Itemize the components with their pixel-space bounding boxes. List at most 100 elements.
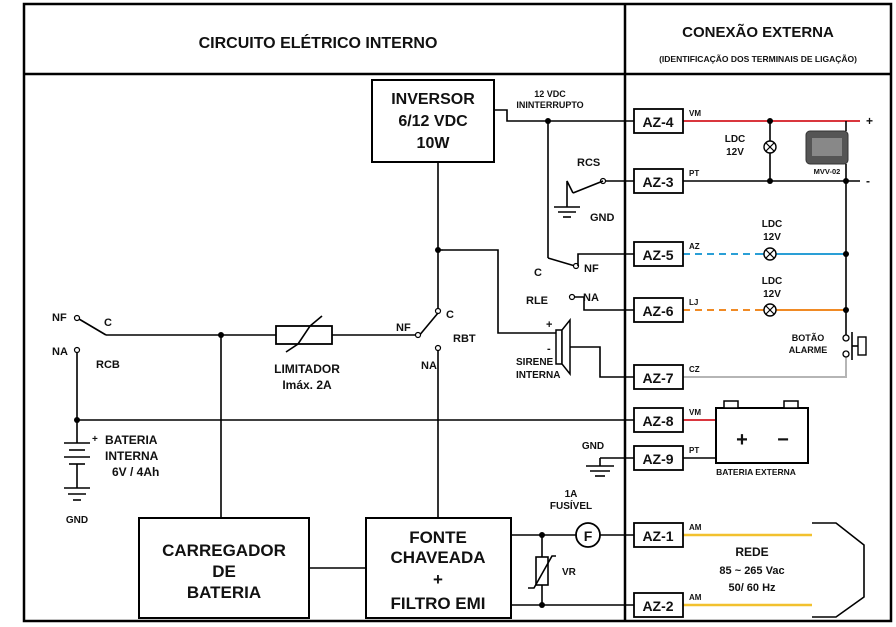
- limiter-arrow: [285, 315, 323, 353]
- wire-12vdc: [494, 109, 634, 122]
- rcb-c: C: [104, 317, 112, 329]
- svg-text:PT: PT: [689, 169, 699, 178]
- svg-text:AZ-3: AZ-3: [642, 174, 673, 190]
- internal-battery-label3: 6V / 4Ah: [112, 465, 159, 479]
- internal-title: CIRCUITO ELÉTRICO INTERNO: [199, 33, 438, 52]
- rle-nf: NF: [584, 263, 599, 275]
- psu-label4: FILTRO EMI: [390, 594, 485, 613]
- internal-battery-gnd: GND: [66, 515, 88, 526]
- external-battery-minus: −: [777, 429, 789, 451]
- inverter-label1: INVERSOR: [391, 91, 475, 108]
- rbt-label: RBT: [453, 333, 476, 345]
- mains-label2: 85 ~ 265 Vac: [719, 565, 784, 577]
- lamp-az6-label2: 12V: [763, 289, 781, 300]
- lamp-top-label2: 12V: [726, 147, 744, 158]
- rcs-switch-blade: [572, 180, 604, 194]
- alarm-button-icon: [857, 336, 867, 356]
- svg-text:AZ-6: AZ-6: [642, 303, 673, 319]
- terminal-az2: AZ-2 AM: [633, 592, 702, 618]
- psu-label1: FONTE: [409, 528, 467, 547]
- inverter-box: [371, 79, 495, 163]
- siren-plus: +: [546, 319, 552, 331]
- siren-label1: SIRENE: [516, 357, 554, 368]
- lamp-top-label1: LDC: [725, 134, 746, 145]
- svg-text:PT: PT: [689, 446, 699, 455]
- wire-az7: [683, 356, 847, 378]
- mains-label1: REDE: [735, 545, 768, 559]
- svg-text:AM: AM: [689, 593, 702, 602]
- external-title: CONEXÃO EXTERNA: [682, 23, 834, 41]
- limiter-label2: Imáx. 2A: [282, 378, 332, 392]
- svg-text:VM: VM: [689, 408, 701, 417]
- rcb-nf: NF: [52, 312, 67, 324]
- internal-battery-label1: BATERIA: [105, 433, 158, 447]
- supply-label1: 12 VDC: [534, 89, 566, 99]
- svg-text:AZ-5: AZ-5: [642, 247, 673, 263]
- terminal-az9: AZ-9 PT: [633, 445, 699, 471]
- svg-text:AZ-7: AZ-7: [642, 370, 673, 386]
- psu-label2: CHAVEADA: [390, 548, 485, 567]
- inverter-label3: 10W: [417, 135, 451, 152]
- internal-battery-plus: +: [92, 434, 98, 445]
- rle-c: C: [534, 267, 542, 279]
- lamp-az6-label1: LDC: [762, 276, 783, 287]
- svg-text:AZ: AZ: [689, 242, 700, 251]
- rcb-na: NA: [52, 346, 68, 358]
- wire-siren-az7: [570, 346, 634, 378]
- wire-siren-plus: [443, 249, 556, 334]
- rle-nf-wire: [577, 253, 634, 266]
- alarm-button-label2: ALARME: [789, 345, 828, 355]
- varistor-label: VR: [562, 567, 577, 578]
- rle-na-wire: [574, 296, 634, 311]
- rle-label: RLE: [526, 295, 548, 307]
- alarm-button-contact-top: [842, 334, 850, 342]
- siren-minus: -: [547, 343, 551, 355]
- outer-frame: [22, 2, 893, 623]
- terminal-az1: AZ-1 AM: [633, 522, 702, 548]
- mains-label3: 50/ 60 Hz: [728, 582, 776, 594]
- terminal-az3: AZ-3 PT: [633, 168, 699, 194]
- rbt-nf: NF: [396, 322, 411, 334]
- alarm-button-label1: BOTÃO: [792, 333, 825, 343]
- fuse-label2: FUSÍVEL: [550, 499, 592, 512]
- psu-box: [365, 517, 512, 619]
- fuse-label1: 1A: [565, 489, 578, 500]
- svg-text:VM: VM: [689, 109, 701, 118]
- external-battery-label: BATERIA EXTERNA: [716, 467, 796, 477]
- rcs-label: RCS: [577, 157, 600, 169]
- rcb-label: RCB: [96, 359, 120, 371]
- svg-text:AZ-9: AZ-9: [642, 451, 673, 467]
- rle-blade: [547, 257, 576, 267]
- external-battery-icon: [715, 407, 809, 464]
- external-battery-plus: +: [736, 429, 748, 451]
- rbt-na: NA: [421, 360, 437, 372]
- external-subtitle: (IDENTIFICAÇÃO DOS TERMINAIS DE LIGAÇÃO): [659, 54, 857, 64]
- mains-bracket: [812, 522, 865, 618]
- siren-icon: [555, 329, 563, 365]
- limiter-label1: LIMITADOR: [274, 362, 340, 376]
- siren-label2: INTERNA: [516, 370, 560, 381]
- lamp-az5-label1: LDC: [762, 219, 783, 230]
- svg-text:LJ: LJ: [689, 298, 698, 307]
- terminal-az6: AZ-6 LJ: [633, 297, 698, 323]
- charger-box: [138, 517, 310, 619]
- lamp-az5-label2: 12V: [763, 232, 781, 243]
- svg-text:AM: AM: [689, 523, 702, 532]
- svg-text:CZ: CZ: [689, 365, 700, 374]
- rcs-gnd: GND: [590, 212, 615, 224]
- module-minus: -: [866, 174, 870, 188]
- charger-label3: BATERIA: [187, 583, 261, 602]
- rle-na: NA: [583, 292, 599, 304]
- charger-label2: DE: [212, 562, 236, 581]
- svg-text:AZ-4: AZ-4: [642, 114, 673, 130]
- svg-text:AZ-1: AZ-1: [642, 528, 673, 544]
- internal-battery-label2: INTERNA: [105, 449, 159, 463]
- gnd-az9-label: GND: [582, 441, 604, 452]
- svg-text:AZ-2: AZ-2: [642, 598, 673, 614]
- psu-label3: +: [433, 570, 443, 589]
- rbt-blade: [417, 312, 439, 338]
- rcs-wire: [566, 180, 574, 207]
- inverter-label2: 6/12 VDC: [398, 113, 468, 130]
- fuse-symbol: F: [584, 528, 593, 544]
